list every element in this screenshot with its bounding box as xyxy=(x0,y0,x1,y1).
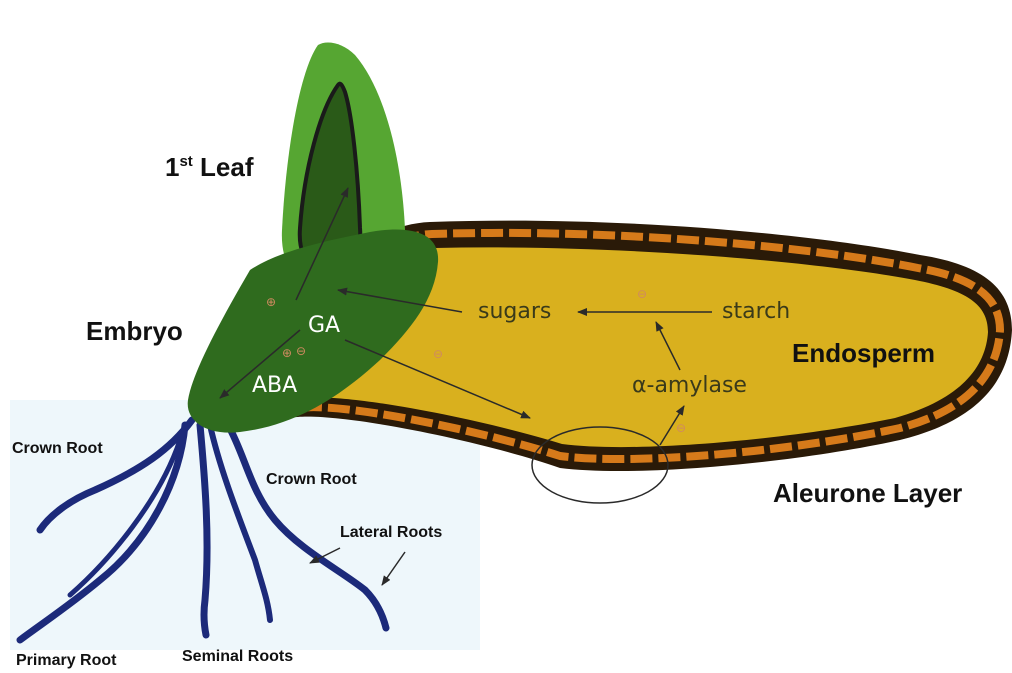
first-leaf-label: 1st Leaf xyxy=(165,152,254,182)
marker-1: ⊕ xyxy=(266,295,276,309)
first-leaf-number: 1 xyxy=(165,152,179,182)
embryo-label: Embryo xyxy=(86,316,183,346)
marker-5: ⊖ xyxy=(676,421,686,435)
lateral-roots-label: Lateral Roots xyxy=(340,524,442,541)
marker-4: ⊖ xyxy=(433,347,443,361)
aleurone-layer-label: Aleurone Layer xyxy=(773,478,962,508)
crown-root-right-label: Crown Root xyxy=(266,471,357,488)
starch-label: starch xyxy=(722,299,790,324)
ga-label: GA xyxy=(308,313,340,338)
first-leaf-word: Leaf xyxy=(193,152,254,182)
marker-3: ⊖ xyxy=(637,287,647,301)
first-leaf-superscript: st xyxy=(179,153,192,170)
sugars-label: sugars xyxy=(478,299,551,324)
marker-2: ⊕ xyxy=(282,346,292,360)
crown-root-left-label: Crown Root xyxy=(12,440,103,457)
primary-root-label: Primary Root xyxy=(16,652,117,669)
alpha-amylase-label: α-amylase xyxy=(632,373,747,398)
endosperm-label: Endosperm xyxy=(792,338,935,368)
aba-label: ABA xyxy=(252,373,297,398)
seminal-roots-label: Seminal Roots xyxy=(182,648,293,665)
marker-6: ⊖ xyxy=(296,344,306,358)
